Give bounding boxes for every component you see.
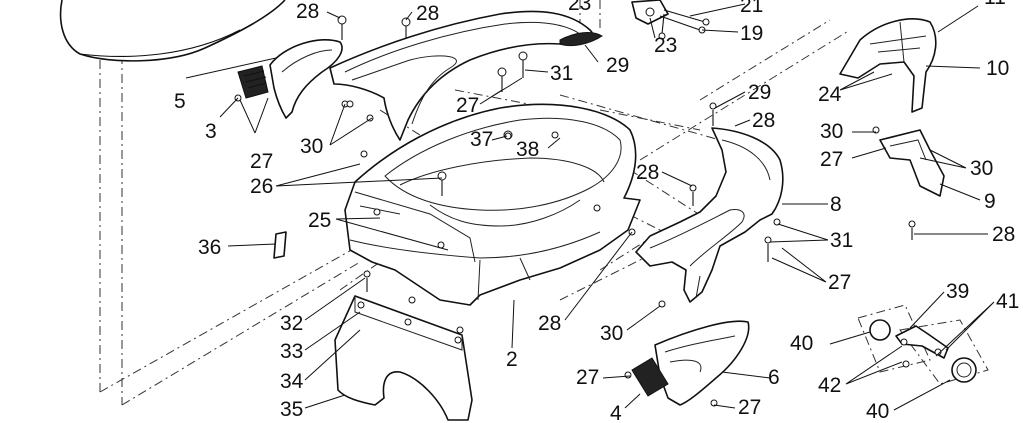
- label-28-e: 28: [538, 312, 561, 335]
- label-25: 25: [308, 209, 331, 232]
- tub-lower-body: [349, 231, 601, 301]
- label-11: 11: [984, 0, 1006, 9]
- grab-rail-tab: [559, 32, 603, 47]
- hinge-assembly: [631, 0, 710, 40]
- part-35-mudflap: [334, 295, 473, 421]
- label-30-d: 30: [970, 157, 993, 180]
- tub-hole-e: [551, 131, 559, 139]
- label-34: 34: [280, 370, 304, 393]
- label-4: 4: [610, 402, 622, 423]
- part-4-reflector: [631, 357, 669, 397]
- label-24: 24: [818, 83, 842, 106]
- label-41: 41: [996, 290, 1019, 313]
- label-31-a: 31: [550, 62, 573, 85]
- label-2: 2: [506, 348, 518, 371]
- part-3-reflector: [237, 65, 269, 99]
- grab-rail-inner: [344, 21, 581, 125]
- part-5-cover: [269, 38, 343, 119]
- seat-outline: [59, 0, 286, 62]
- seat-edge-line: [79, 29, 241, 57]
- license-lamp-assembly: [857, 304, 989, 385]
- label-35: 35: [280, 398, 303, 421]
- misc-screws: [234, 51, 916, 407]
- part-8-side-panel: [635, 127, 784, 303]
- label-28-f: 28: [992, 223, 1015, 246]
- label-40-a: 40: [790, 332, 813, 355]
- end-cover-inner: [664, 335, 736, 373]
- label-27-d: 27: [738, 396, 761, 419]
- part-2-storage-tub: [344, 103, 641, 306]
- label-10: 10: [986, 57, 1009, 80]
- part-9-bracket: [879, 129, 945, 197]
- label-27-c: 27: [576, 366, 599, 389]
- label-29-b: 29: [748, 81, 771, 104]
- label-29-a: 29: [606, 54, 629, 77]
- label-32: 32: [280, 312, 303, 335]
- label-42: 42: [818, 374, 841, 397]
- screw-28-top: [337, 15, 347, 40]
- part-10-bracket: [839, 18, 937, 113]
- label-33: 33: [280, 340, 303, 363]
- label-28-d: 28: [636, 161, 659, 184]
- label-30-a: 30: [300, 135, 323, 158]
- label-27-b: 27: [456, 94, 479, 117]
- label-28-c: 28: [752, 109, 775, 132]
- label-23-a: 23: [568, 0, 591, 15]
- mudflap-hole-a: [357, 301, 365, 309]
- callout-labels: 28 28 23 21 19 23 29 31 5 3 27 30 26 27 …: [174, 0, 1019, 423]
- tub-hole-c: [593, 204, 601, 212]
- tub-hole-a: [373, 208, 381, 216]
- label-27-a: 27: [250, 150, 273, 173]
- label-5: 5: [174, 90, 186, 113]
- bracket-10-inner: [869, 21, 927, 63]
- part-36-clip: [273, 231, 287, 259]
- label-26: 26: [250, 175, 273, 198]
- label-27-f: 27: [820, 148, 843, 171]
- screw-37: [504, 132, 512, 140]
- label-39: 39: [946, 280, 969, 303]
- label-28-a: 28: [296, 0, 319, 23]
- rear-grab-rail: [329, 10, 594, 141]
- label-8: 8: [830, 193, 842, 216]
- label-19: 19: [740, 22, 763, 45]
- bracket-9-inner: [889, 139, 927, 161]
- label-23-b: 23: [654, 34, 677, 57]
- label-28-b: 28: [416, 2, 439, 25]
- mudflap-hole-b: [404, 318, 412, 326]
- label-6: 6: [768, 366, 780, 389]
- label-30-b: 30: [600, 322, 623, 345]
- part-6-end-cover: [654, 320, 750, 406]
- part-3-reflector-lines: [243, 70, 267, 89]
- tub-inner-floor: [399, 157, 605, 227]
- label-21: 21: [740, 0, 763, 17]
- label-38: 38: [516, 138, 539, 161]
- label-31-b: 31: [830, 229, 853, 252]
- label-36: 36: [198, 236, 221, 259]
- side-panel-inner: [649, 139, 771, 299]
- mudflap-hole-c: [454, 336, 462, 344]
- label-30-c: 30: [820, 120, 843, 143]
- label-3: 3: [205, 120, 217, 143]
- tub-inner-rim: [384, 117, 622, 211]
- part-5-inner: [281, 49, 333, 73]
- tub-side-detail: [354, 191, 476, 263]
- mudflap-plate: [354, 296, 463, 351]
- label-9: 9: [984, 190, 996, 213]
- label-37: 37: [470, 128, 493, 151]
- label-40-b: 40: [866, 400, 889, 423]
- label-27-e: 27: [828, 271, 851, 294]
- leader-lines: [185, 3, 995, 411]
